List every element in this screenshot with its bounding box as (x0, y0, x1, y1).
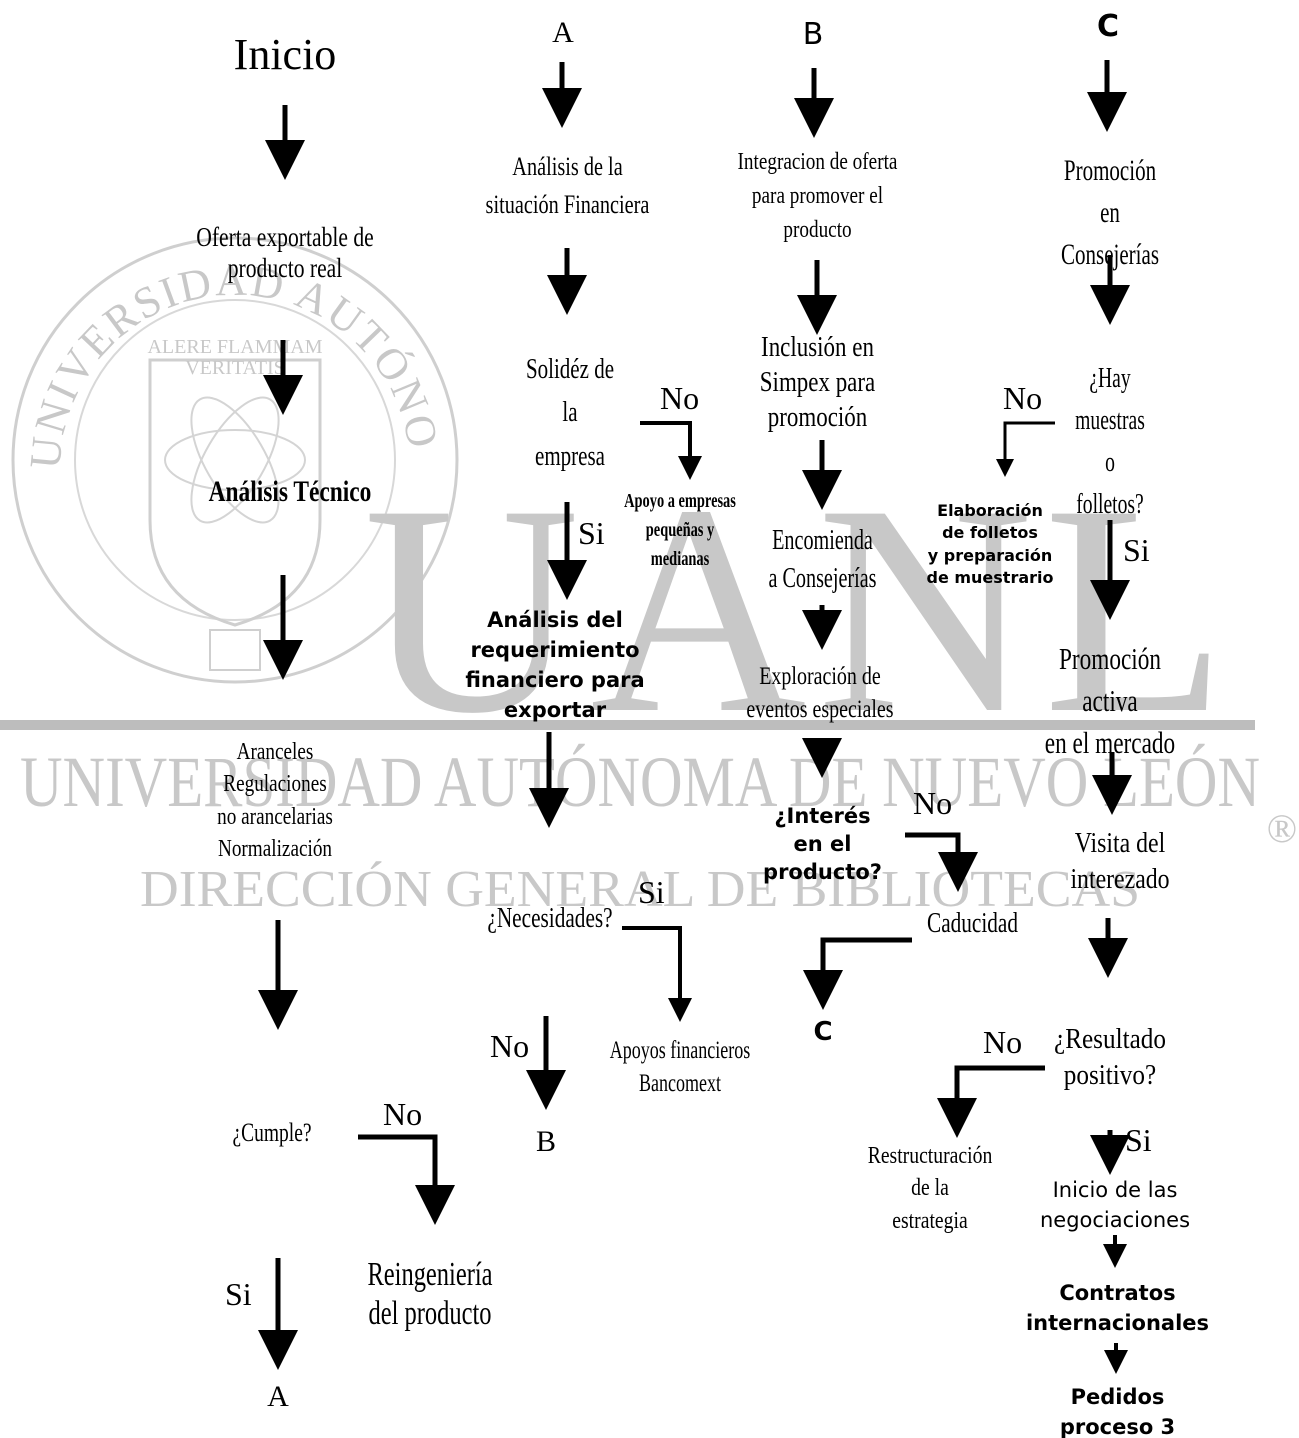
connector-cumple-reingenieria (358, 1134, 455, 1225)
uanl-letters: UANL (363, 443, 1236, 775)
node-promocion-consejerias: Promoción en Consejerías (1061, 154, 1159, 271)
node-analisis-tecnico: Análisis Técnico (208, 475, 372, 508)
connector-caducidad-c (803, 937, 912, 1010)
node-promocion-activa: Promoción activa en el mercado (1044, 641, 1176, 760)
node-visita-interezado: Visita del interezado (1070, 828, 1170, 895)
connector-b-end: B (535, 1125, 556, 1158)
connector-c-end: C (813, 1017, 833, 1047)
node-apoyo-empresas: Apoyo a empresas pequeñas y medianas (624, 490, 736, 570)
watermark-rule (0, 720, 1255, 730)
node-analisis-situacion: Análisis de la situación Financiera (485, 152, 650, 219)
node-inicio-negociaciones: Inicio de las negociaciones (1039, 1178, 1191, 1233)
node-pedidos: Pedidos proceso 3 (1059, 1385, 1176, 1438)
node-encomienda: Encomienda a Consejerías (768, 525, 877, 594)
motto-line-1: ALERE FLAMMAM (147, 336, 322, 358)
label-hay-no: No (1003, 380, 1043, 416)
connector-interes-caducidad (905, 832, 978, 892)
watermark-line-1: UNIVERSIDAD AUTÓNOMA DE NUEVO LEÓN (20, 742, 1260, 822)
label-solidez-si: Si (578, 515, 605, 551)
node-reingenieria: Reingeniería del producto (367, 1256, 493, 1333)
node-aranceles: Aranceles Regulaciones no arancelarias N… (217, 739, 333, 863)
node-inclusion-simpex: Inclusión en Simpex para promoción (759, 332, 876, 433)
label-resultado-si: Si (1125, 1122, 1152, 1158)
node-exploracion: Exploración de eventos especiales (746, 663, 894, 723)
connector-a-start: A (552, 16, 574, 49)
label-cumple-no: No (383, 1096, 423, 1132)
node-inicio: Inicio (233, 30, 337, 79)
label-interes-no: No (913, 785, 953, 821)
connector-solidez-apoyo (640, 421, 702, 480)
node-integracion-oferta: Integracion de oferta para promover el p… (737, 149, 898, 244)
node-restructuracion: Restructuración de la estrategia (867, 1143, 993, 1234)
decision-interes: ¿Interés en el producto? (763, 804, 882, 884)
decision-resultado: ¿Resultado positivo? (1054, 1024, 1166, 1091)
label-hay-si: Si (1123, 532, 1150, 568)
decision-cumple: ¿Cumple? (232, 1118, 312, 1147)
connector-a-end: A (267, 1380, 289, 1413)
label-solidez-no: No (660, 380, 700, 416)
decision-solidez: Solidéz de la empresa (525, 354, 615, 472)
decision-hay-muestras: ¿Hay muestras o folletos? (1075, 363, 1145, 520)
node-apoyos-financieros: Apoyos financieros Bancomext (609, 1037, 751, 1097)
label-cumple-si: Si (225, 1276, 252, 1312)
connector-b-start: B (802, 17, 824, 52)
label-resultado-no: No (983, 1024, 1023, 1060)
node-oferta-exportable: Oferta exportable de producto real (196, 222, 374, 284)
label-necesidades-no: No (490, 1028, 530, 1064)
connector-resultado-restructuracion (937, 1065, 1045, 1138)
connector-c-start: C (1096, 9, 1120, 44)
node-analisis-requerimiento: Análisis del requerimiento financiero pa… (465, 608, 645, 723)
decision-necesidades: ¿Necesidades? (487, 903, 613, 934)
node-caducidad: Caducidad (926, 908, 1019, 939)
connector-hay-elaboracion (996, 421, 1055, 477)
node-elaboracion-folletos: Elaboración de folletos y preparación de… (926, 501, 1054, 588)
motto-line-2: VERITATIS (185, 357, 285, 379)
label-necesidades-si: Si (638, 874, 665, 910)
registered-mark: ® (1267, 806, 1297, 851)
node-contratos: Contratos internacionales (1025, 1281, 1210, 1336)
connector-necesidades-apoyos (622, 926, 692, 1022)
